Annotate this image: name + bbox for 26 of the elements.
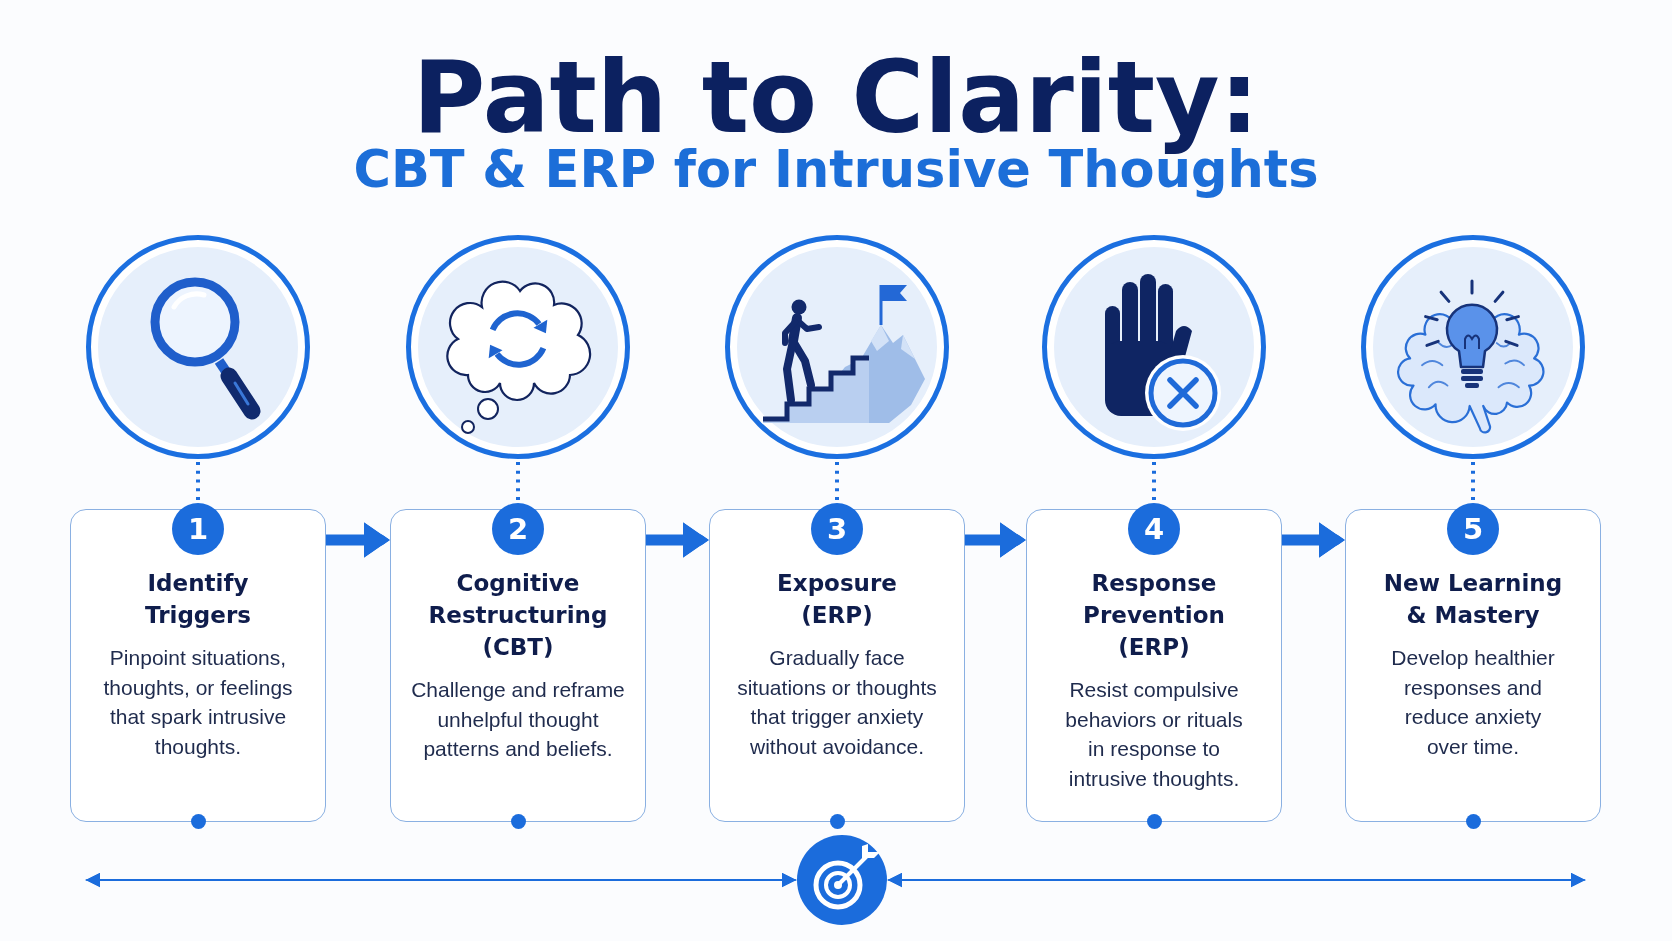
block-arrow: [326, 522, 390, 558]
dotted-connector: [196, 459, 200, 503]
step-title: Exposure (ERP): [776, 569, 898, 630]
dotted-connector: [1152, 459, 1156, 503]
block-arrow: [1282, 522, 1345, 558]
dotted-connector: [835, 459, 839, 503]
double-headed-arrow: [85, 872, 797, 888]
step-card: [70, 509, 326, 822]
dotted-connector: [1471, 459, 1475, 503]
step-title: Cognitive Restructuring (CBT): [428, 569, 608, 662]
double-headed-arrow: [887, 872, 1586, 888]
step-title: Response Prevention (ERP): [1082, 569, 1226, 662]
step-title: Identify Triggers: [144, 569, 252, 630]
block-arrow: [646, 522, 709, 558]
step-card: [1026, 509, 1282, 822]
step-title: New Learning & Mastery: [1383, 569, 1563, 630]
step-description: Resist compulsive behaviors or rituals in response to intrusive thoughts.: [1064, 677, 1244, 792]
block-arrow: [965, 522, 1026, 558]
step-description: Develop healthier responses and reduce anxiety over time.: [1390, 645, 1556, 760]
step-card: [390, 509, 646, 822]
step-description: Challenge and reframe unhelpful thought patterns and beliefs.: [410, 677, 626, 762]
step-card: [1345, 509, 1601, 822]
dotted-connector: [516, 459, 520, 503]
step-card: [709, 509, 965, 822]
step-description: Gradually face situations or thoughts that trigger anxiety without avoidance.: [736, 645, 938, 760]
step-description: Pinpoint situations, thoughts, or feelings that spark intrusive thoughts.: [102, 645, 294, 760]
